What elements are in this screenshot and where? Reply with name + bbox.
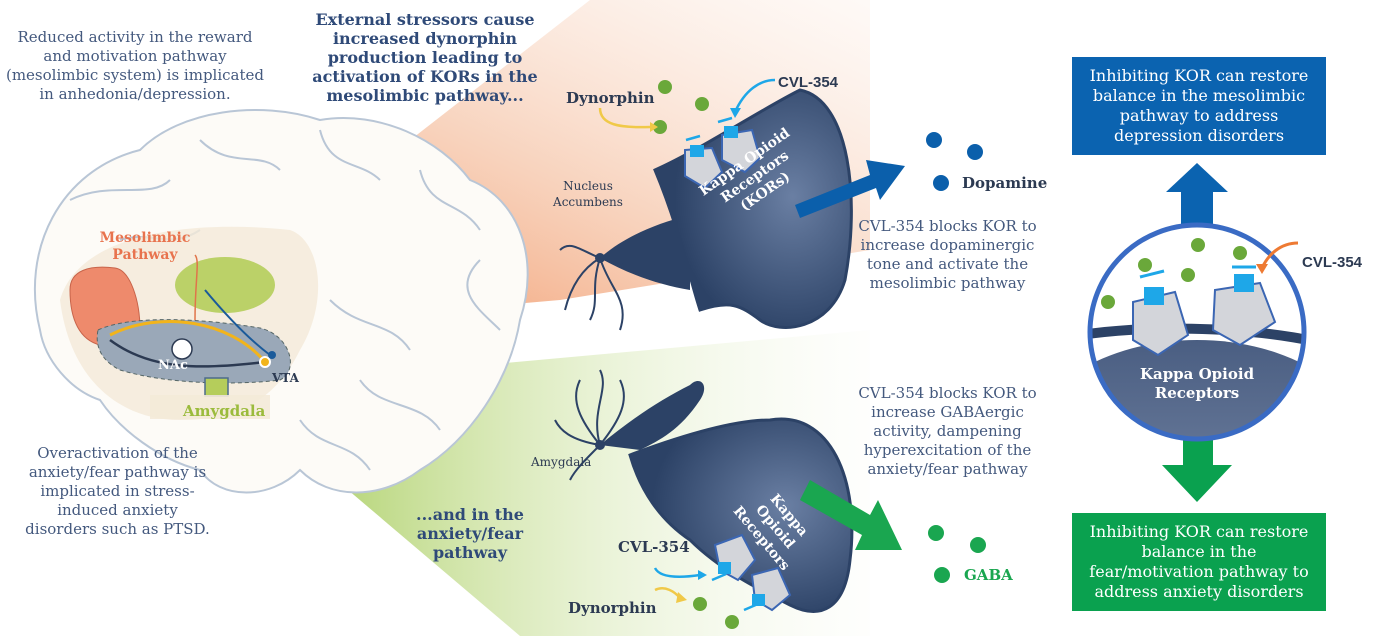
- mesolimbic-label-line2: Pathway: [112, 247, 178, 263]
- cvl-arrow-top: [733, 78, 776, 113]
- dynorphin-molecule: [695, 97, 709, 111]
- top-receptors: [684, 116, 762, 190]
- dopamine-arrow: [795, 160, 905, 218]
- gaba-molecule: [928, 525, 944, 541]
- gaba-arrow: [800, 480, 902, 550]
- kor-label-circle-line1: Kappa Opioid: [1139, 365, 1255, 383]
- nac-marker: [171, 338, 193, 360]
- gaba-effect-description: CVL-354 blocks KOR to increase GABAergic…: [858, 384, 1037, 478]
- amygdala-marker: [204, 377, 229, 397]
- stressors-description: External stressors cause increased dynor…: [312, 10, 538, 105]
- anxiety-pathway-heading: ...and in the anxiety/fear pathway: [416, 505, 524, 562]
- nucleus-accumbens-label: Nucleus Accumbens: [548, 178, 628, 210]
- dopamine-molecule: [967, 144, 983, 160]
- dynorphin-arrow: [598, 107, 651, 129]
- reward-pathway-description: Reduced activity in the reward and motiv…: [5, 28, 265, 103]
- amygdala-neuron: [554, 369, 854, 613]
- cvl-354-label-top: CVL-354: [778, 74, 839, 91]
- nac-label: NAc: [158, 358, 188, 373]
- dynorphin-label-top: Dynorphin: [566, 89, 655, 107]
- anxiety-pathway-description: Overactivation of the anxiety/fear pathw…: [25, 444, 210, 538]
- dopamine-molecule: [926, 132, 942, 148]
- dynorphin-label-bottom: Dynorphin: [568, 599, 657, 617]
- receptor-closeup-circle: [1087, 222, 1307, 442]
- mesolimbic-label: Mesolimbic Pathway: [95, 230, 195, 264]
- gaba-molecule: [970, 537, 986, 553]
- kor-label-circle-line2: Receptors: [1154, 384, 1240, 402]
- anxiety-outcome-text: Inhibiting KOR can restore balance in th…: [1089, 522, 1309, 601]
- kor-label-circle: Kappa Opioid Receptors: [1127, 365, 1267, 403]
- cvl-354-label-bottom: CVL-354: [618, 538, 690, 556]
- nucleus-accumbens-line1: Nucleus: [563, 179, 613, 193]
- dopamine-molecule: [933, 175, 949, 191]
- up-arrow: [1166, 163, 1228, 228]
- dopamine-effect-description: CVL-354 blocks KOR to increase dopaminer…: [858, 217, 1037, 292]
- cvl-354-label-circle: CVL-354: [1302, 254, 1363, 271]
- dynorphin-molecule: [653, 120, 667, 134]
- depression-outcome-box: Inhibiting KOR can restore balance in th…: [1072, 57, 1326, 155]
- gaba-molecule: [934, 567, 950, 583]
- gaba-label: GABA: [964, 566, 1013, 584]
- vta-label: VTA: [272, 371, 299, 385]
- dynorphin-molecule: [658, 80, 672, 94]
- nucleus-accumbens-line2: Accumbens: [553, 195, 623, 209]
- amygdala-neuron-label: Amygdala: [531, 455, 592, 469]
- dynorphin-molecule: [693, 597, 707, 611]
- cvl-arrow-bottom: [653, 567, 701, 578]
- dopamine-label: Dopamine: [962, 174, 1048, 192]
- mesolimbic-label-line1: Mesolimbic: [99, 230, 191, 246]
- dynorphin-molecule: [725, 615, 739, 629]
- down-arrow: [1162, 438, 1232, 502]
- anxiety-outcome-box: Inhibiting KOR can restore balance in th…: [1072, 513, 1326, 611]
- bottom-receptors: [711, 533, 792, 612]
- depression-outcome-text: Inhibiting KOR can restore balance in th…: [1089, 66, 1309, 145]
- amygdala-brain-label: Amygdala: [183, 402, 266, 420]
